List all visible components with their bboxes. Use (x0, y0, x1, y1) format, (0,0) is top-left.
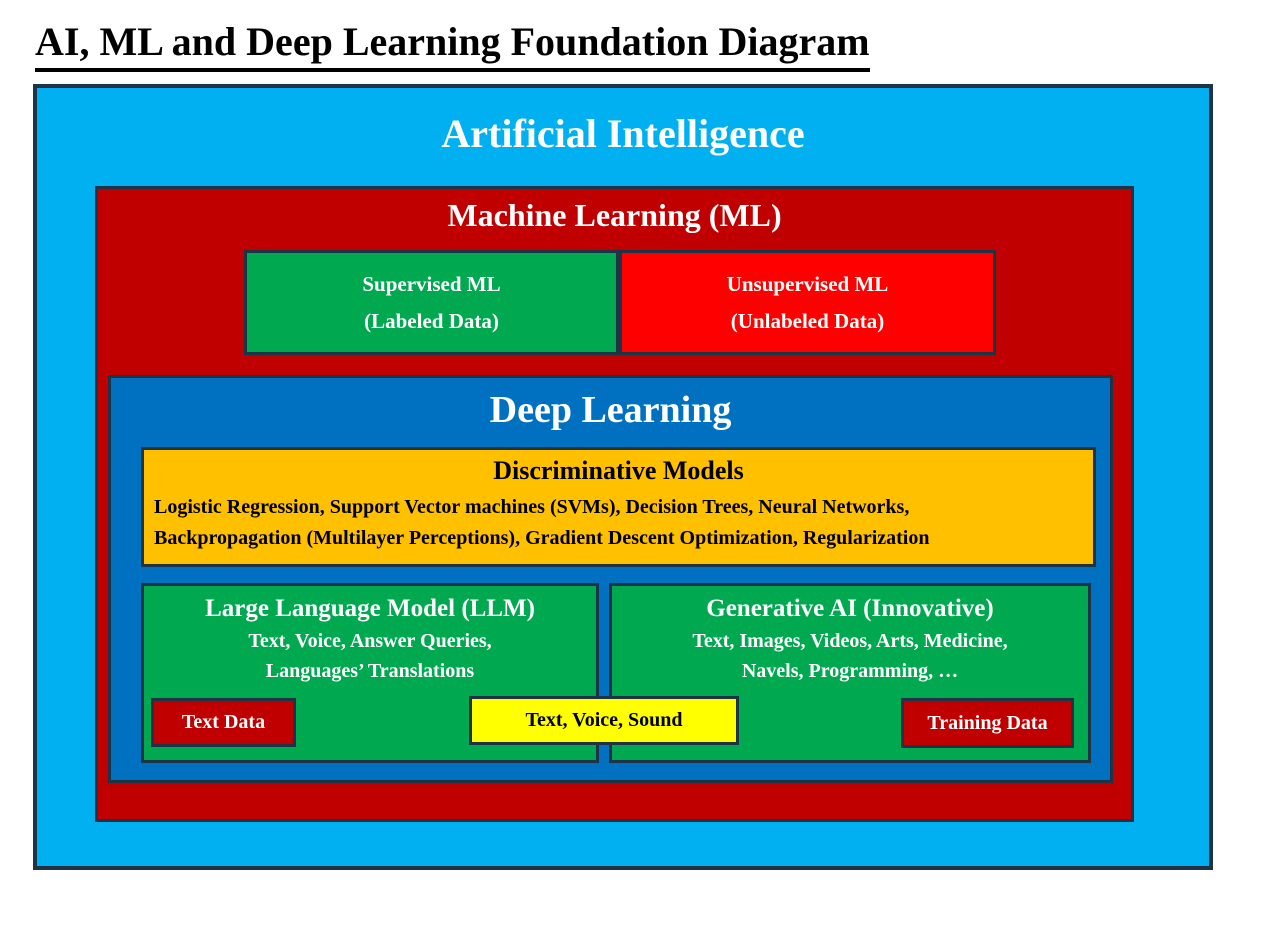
unsupervised-ml-line2: (Unlabeled Data) (730, 309, 885, 333)
supervised-ml-line1: Supervised ML (362, 272, 501, 296)
machine-learning-box: Machine Learning (ML) Supervised ML (Lab… (95, 186, 1134, 822)
generative-ai-title: Generative AI (Innovative) (706, 595, 994, 622)
llm-line1: Text, Voice, Answer Queries, (248, 630, 492, 652)
llm-title: Large Language Model (LLM) (205, 595, 535, 622)
unsupervised-ml-box: Unsupervised ML (Unlabeled Data) (619, 250, 996, 355)
supervised-ml-line2: (Labeled Data) (364, 309, 499, 333)
artificial-intelligence-label: Artificial Intelligence (441, 111, 805, 156)
text-data-badge: Text Data (151, 698, 296, 747)
deep-learning-label: Deep Learning (489, 389, 732, 431)
machine-learning-label: Machine Learning (ML) (447, 197, 782, 233)
llm-line2: Languages’ Translations (265, 660, 475, 682)
generative-ai-line1: Text, Images, Videos, Arts, Medicine, (692, 630, 1008, 652)
unsupervised-ml-line1: Unsupervised ML (726, 272, 889, 296)
discriminative-models-line2: Backpropagation (Multilayer Perceptions)… (154, 527, 930, 549)
artificial-intelligence-box: Artificial Intelligence Machine Learning… (33, 84, 1213, 870)
discriminative-models-box: Discriminative Models Logistic Regressio… (141, 447, 1096, 567)
deep-learning-box: Deep Learning Discriminative Models Logi… (108, 375, 1113, 783)
page-title: AI, ML and Deep Learning Foundation Diag… (35, 18, 870, 72)
text-voice-sound-badge: Text, Voice, Sound (469, 696, 739, 745)
discriminative-models-title: Discriminative Models (493, 456, 744, 485)
training-data-badge: Training Data (901, 698, 1074, 748)
discriminative-models-line1: Logistic Regression, Support Vector mach… (154, 496, 910, 518)
llm-box: Large Language Model (LLM) Text, Voice, … (141, 583, 599, 763)
generative-ai-line2: Navels, Programming, … (741, 660, 959, 682)
supervised-ml-box: Supervised ML (Labeled Data) (244, 250, 619, 355)
